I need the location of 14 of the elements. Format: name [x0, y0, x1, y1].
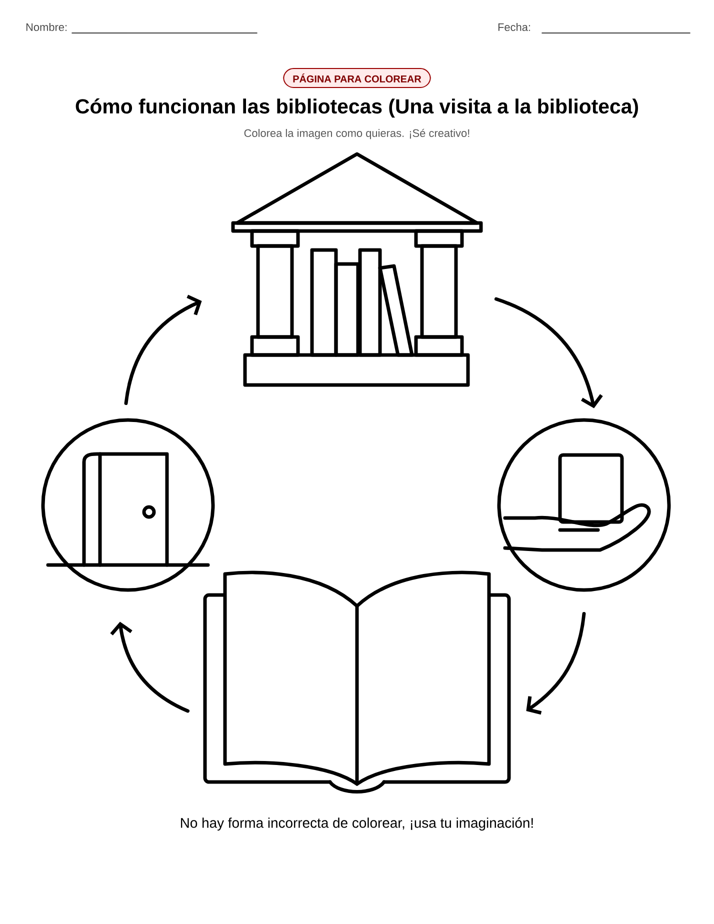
arrow [494, 297, 603, 408]
arrow [124, 294, 202, 405]
field-label: Fecha: [498, 23, 530, 32]
subtitle: Colorea la imagen como quieras. ¡Sé creativo! [244, 128, 470, 140]
note: No hay forma incorrecta de colorear, ¡usa tu imaginación! [181, 817, 533, 831]
open-book-drawing [203, 570, 511, 794]
field-label: Nombre: [26, 23, 67, 32]
arrow [526, 612, 586, 715]
title: Cómo funcionan las bibliotecas (Una visita a la biblioteca) [76, 98, 638, 118]
book-in-hand-drawing [497, 418, 671, 592]
badge: PÁGINA PARA COLOREAR [283, 68, 431, 88]
library-drawing [231, 152, 483, 387]
arrow [110, 622, 190, 713]
door-drawing [41, 418, 215, 592]
